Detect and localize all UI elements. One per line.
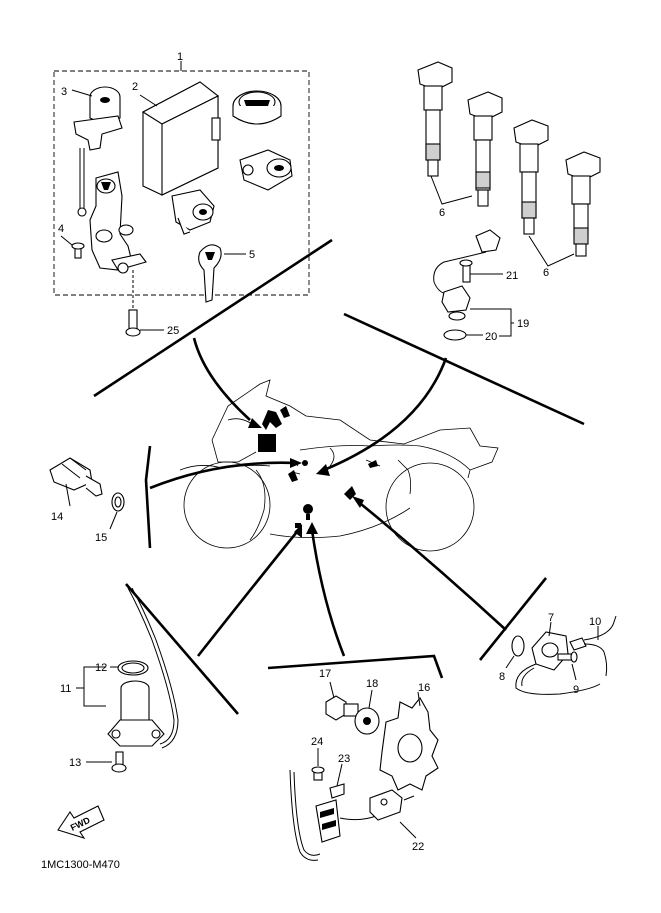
key-part [198,244,246,303]
bolt-part-13 [86,751,127,773]
callout-19: 19 [517,318,529,330]
callout-6b: 6 [543,267,549,279]
motorcycle-outline [179,379,499,552]
sensor-part-19 [433,229,514,341]
bolt-part-17 [325,681,359,721]
callout-12: 12 [95,662,107,674]
ecu-location-marker [258,434,276,452]
ecu-part [139,81,221,196]
wire-part-10 [569,615,617,677]
ignition-coil-part [513,119,549,235]
ignition-coil-part [417,61,453,177]
callout-11: 11 [60,683,71,695]
gasket-part-8 [505,635,525,669]
sprocket-part-16 [379,691,439,791]
harness-part-22 [289,769,417,861]
diagram-code: 1MC1300-M470 [41,859,120,871]
washer-part-18 [354,689,380,735]
callout-1: 1 [177,51,183,63]
callout-6a: 6 [439,207,445,219]
callout-24: 24 [311,736,323,748]
callout-10: 10 [589,616,601,628]
bracket-part-23 [329,763,345,799]
callout-17: 17 [319,668,331,680]
callout-20: 20 [485,331,497,343]
ignition-coil-part [467,91,503,207]
callout-21: 21 [506,270,518,282]
seat-lock-part [239,149,293,191]
callout-5: 5 [249,249,255,261]
callout-18: 18 [366,678,378,690]
callout-3: 3 [61,86,67,98]
callout-4: 4 [58,223,64,235]
helmet-lock-part [171,189,215,235]
gasket-part-15 [109,492,125,530]
callout-9: 9 [573,684,579,696]
bolt-part-24 [311,748,325,781]
callout-15: 15 [95,532,107,544]
fwd-arrow-icon: FWD [57,805,105,839]
sensor-part-14 [49,457,103,507]
callout-8: 8 [499,671,505,683]
callout-16: 16 [418,682,430,694]
callout-14: 14 [51,511,63,523]
ignition-coil-part [565,151,601,257]
callout-13: 13 [69,757,81,769]
bolt-part-25 [125,270,164,337]
callout-25: 25 [167,325,179,337]
ignition-switch-part [60,86,147,274]
callout-2: 2 [132,81,138,93]
callout-22: 22 [412,841,424,853]
callout-7: 7 [548,612,554,624]
bolt-part-9 [557,651,578,681]
callout-23: 23 [338,753,350,765]
sensor-part-11 [76,587,179,749]
fuel-cap-lock-part [232,90,282,125]
